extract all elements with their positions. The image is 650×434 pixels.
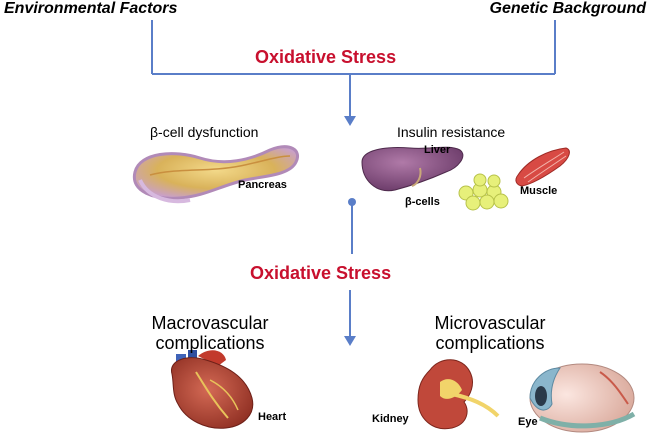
oxidative-stress-top: Oxidative Stress <box>255 47 397 67</box>
kidney-label: Kidney <box>372 413 409 425</box>
macrovascular-line1: Macrovascular <box>151 313 269 333</box>
environmental-factors-label: Environmental Factors <box>4 0 178 17</box>
beta-cell-dysfunction-label: β-cell dysfunction <box>150 124 259 140</box>
macrovascular-line2: complications <box>155 333 265 353</box>
pancreas-illustration <box>132 145 299 204</box>
eye-label: Eye <box>518 416 538 428</box>
macrovascular-complications-label: Macrovascular complications <box>120 313 300 353</box>
microvascular-complications-label: Microvascular complications <box>400 313 580 353</box>
heart-illustration <box>171 350 254 429</box>
top-bracket <box>151 20 556 75</box>
microvascular-line1: Microvascular <box>434 313 546 333</box>
liver-illustration <box>361 146 464 192</box>
pancreas-label: Pancreas <box>238 179 287 191</box>
eye-illustration <box>529 363 636 433</box>
beta-cells-illustration <box>458 173 509 211</box>
beta-cells-label: β-cells <box>405 196 440 208</box>
liver-label: Liver <box>424 144 451 156</box>
arrow-down-top <box>344 74 356 126</box>
genetic-background-label: Genetic Background <box>489 0 646 17</box>
connector-up <box>348 198 356 254</box>
microvascular-line2: complications <box>435 333 545 353</box>
insulin-resistance-label: Insulin resistance <box>397 124 506 140</box>
kidney-illustration <box>417 359 500 430</box>
muscle-label: Muscle <box>520 185 558 197</box>
oxidative-stress-middle: Oxidative Stress <box>250 263 392 283</box>
arrow-down-bottom <box>344 290 356 346</box>
muscle-illustration <box>515 147 570 187</box>
heart-label: Heart <box>258 411 287 423</box>
